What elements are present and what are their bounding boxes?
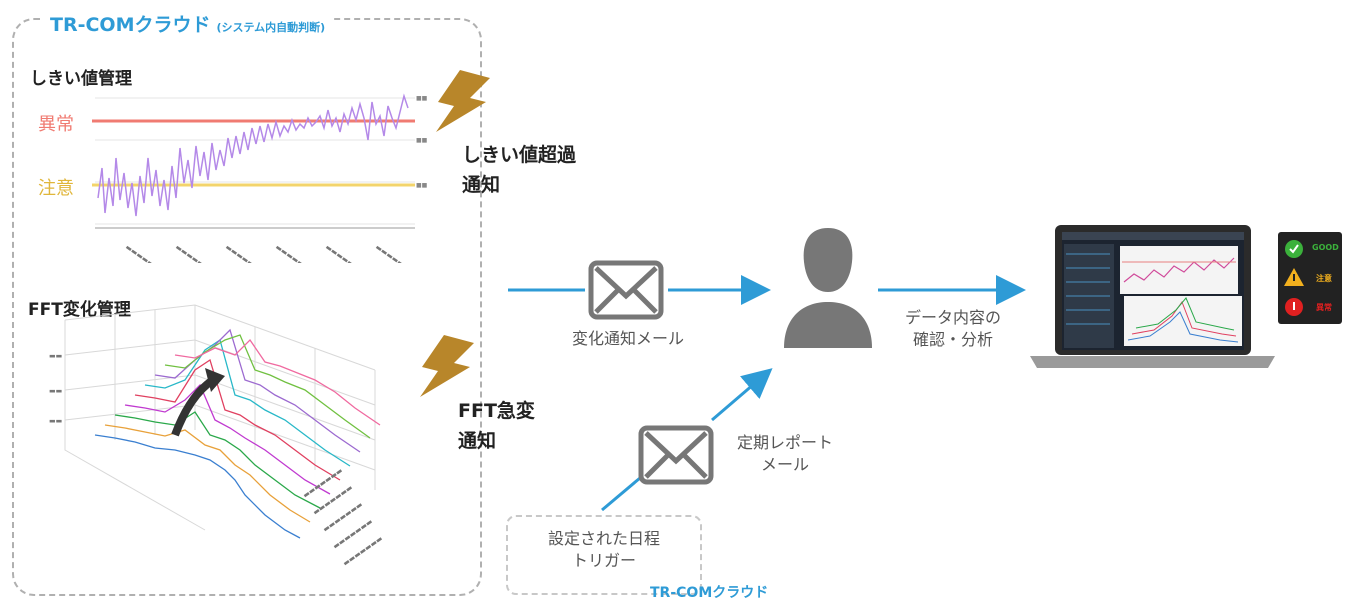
fft-notification-line1: FFT急変 [458,400,535,422]
svg-text:▬▬: ▬▬ [49,387,62,395]
periodic-mail-label: 定期レポート メール [725,432,845,476]
threshold-grid [95,97,415,225]
threshold-title: しきい値管理 [30,69,132,89]
screen-header [1062,232,1244,240]
screen-line-chart [1120,246,1238,294]
status-good-label: GOOD [1312,243,1339,252]
screen-3d-series [1127,297,1239,343]
arrow-trigger-to-mail [601,476,641,512]
data-check-line2: 確認・分析 [912,330,993,349]
svg-text:■■: ■■ [416,137,428,144]
abnormal-label: 異常 [38,114,74,135]
warning-mark [1293,274,1295,281]
fft-3d-chart: ▬▬▬▬▬▬ ▬▬▬▬▬▬▬ ▬▬▬▬▬▬▬ ▬▬▬▬▬▬▬ ▬▬▬▬▬▬▬ ▬… [49,304,384,568]
screen-line-series [1123,257,1235,283]
check-mark [1289,244,1299,254]
laptop-base [1030,356,1275,368]
schedule-trigger-box [506,515,702,595]
status-abnormal-label: 異常 [1316,303,1332,312]
fft-3d-grid [64,304,376,531]
user-icon [784,228,872,348]
footer-cloud-label: TR-COMクラウド [650,585,769,601]
mail-icon [638,425,714,485]
status-panel: GOOD 注意 異常 [1278,232,1342,324]
threshold-notification-label: しきい値超過 通知 [462,140,576,200]
data-check-line1: データ内容の [904,308,1001,327]
svg-text:■■: ■■ [416,182,428,189]
lightning-icon [420,335,474,397]
cloud-subtitle: (システム内自動判断) [216,21,326,34]
fft-notification-line2: 通知 [458,430,497,452]
laptop-icon [1030,225,1275,368]
threshold-chart: ■■■■■■ ▬▬▬▬▬ ▬▬▬▬▬ ▬▬▬▬▬ ▬▬▬▬▬ ▬▬▬▬▬ ▬▬▬… [92,93,428,263]
threshold-notification-line2: 通知 [462,174,501,196]
periodic-mail-line2: メール [760,455,809,474]
fft-z-tick-labels: ▬▬ ▬▬ ▬▬ [49,352,62,425]
periodic-mail-line1: 定期レポート [736,433,833,452]
data-check-label: データ内容の 確認・分析 [888,307,1018,351]
alert-mark [1293,302,1295,310]
trend-arrow-head [205,368,225,392]
svg-text:■■: ■■ [416,95,428,102]
schedule-trigger-label: 設定された日程 トリガー [506,528,702,572]
trigger-line1: 設定された日程 [547,529,660,548]
sensor-value-line [97,93,409,217]
cloud-title: TR-COMクラウド (システム内自動判断) [42,10,334,37]
screen-sidebar-rows [1066,253,1110,325]
cloud-title-text: TR-COMクラウド [50,14,211,36]
trigger-line2: トリガー [571,551,636,570]
svg-text:▬▬: ▬▬ [49,352,62,360]
caution-label: 注意 [38,178,74,199]
arrow-report-to-user [711,368,773,422]
change-mail-label: 変化通知メール [571,329,684,348]
lightning-icon [436,70,490,132]
status-caution-label: 注意 [1316,274,1332,283]
mail-icon [588,260,664,320]
svg-text:▬▬: ▬▬ [49,417,62,425]
fft-spectra [94,328,381,539]
status-panel-icons [1284,240,1304,316]
threshold-notification-line1: しきい値超過 [462,144,577,166]
threshold-right-ticks: ■■ ■■ ■■ [416,95,428,189]
fft-notification-label: FFT急変 通知 [458,396,535,456]
